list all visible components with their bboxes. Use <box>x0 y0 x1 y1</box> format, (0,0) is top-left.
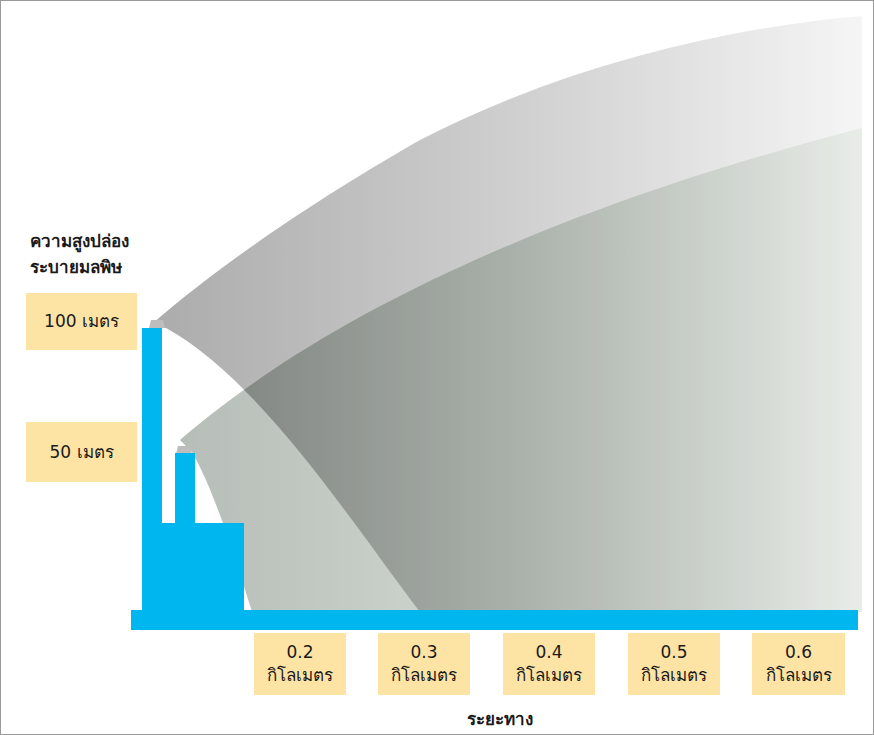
box-label: 0.2กิโลเมตร <box>267 641 333 687</box>
box-label: 0.3กิโลเมตร <box>391 641 457 687</box>
distance-box: 0.5กิโลเมตร <box>628 633 720 695</box>
distance-box: 0.3กิโลเมตร <box>378 633 470 695</box>
text-line: กิโลเมตร <box>391 664 457 687</box>
text-line: 0.4 <box>516 641 582 664</box>
node-content: 0.2กิโลเมตร <box>267 641 333 687</box>
text-line: กิโลเมตร <box>516 664 582 687</box>
factory-building <box>160 523 244 612</box>
distance-box: 0.6กิโลเมตร <box>752 633 845 695</box>
box-label: 100 เมตร <box>44 310 119 333</box>
text-line: 0.5 <box>641 641 707 664</box>
box-label: 0.6กิโลเมตร <box>766 641 832 687</box>
axis-title: ความสูงปล่องระบายมลพิษ <box>30 228 129 281</box>
text-line: ความสูงปล่อง <box>30 228 129 254</box>
node-content: 0.3กิโลเมตร <box>391 641 457 687</box>
text-line: 0.6 <box>766 641 832 664</box>
text-line: ระบายมลพิษ <box>30 254 129 280</box>
stack-nozzle <box>149 320 165 328</box>
text-line: 0.2 <box>267 641 333 664</box>
text-line: กิโลเมตร <box>641 664 707 687</box>
node-content: 0.6กิโลเมตร <box>766 641 832 687</box>
node-content: 0.5กิโลเมตร <box>641 641 707 687</box>
node-content: 100 เมตร <box>44 310 119 333</box>
upper-plume <box>150 16 862 612</box>
node-content: 50 เมตร <box>49 441 113 464</box>
node-content: 0.4กิโลเมตร <box>516 641 582 687</box>
box-label: 0.4กิโลเมตร <box>516 641 582 687</box>
ground-bar <box>131 610 858 630</box>
text-line: 0.3 <box>391 641 457 664</box>
axis-title: ระยะทาง <box>467 706 533 732</box>
box-label: 0.5กิโลเมตร <box>641 641 707 687</box>
short-stack <box>175 453 195 525</box>
distance-box: 0.4กิโลเมตร <box>503 633 595 695</box>
height-box: 100 เมตร <box>26 293 137 350</box>
box-label: 50 เมตร <box>49 441 113 464</box>
text-line: กิโลเมตร <box>267 664 333 687</box>
distance-box: 0.2กิโลเมตร <box>254 633 346 695</box>
text-line: กิโลเมตร <box>766 664 832 687</box>
stack-nozzle <box>176 446 192 454</box>
lower-plume <box>180 128 862 612</box>
height-box: 50 เมตร <box>26 422 137 482</box>
tall-stack <box>142 328 162 612</box>
